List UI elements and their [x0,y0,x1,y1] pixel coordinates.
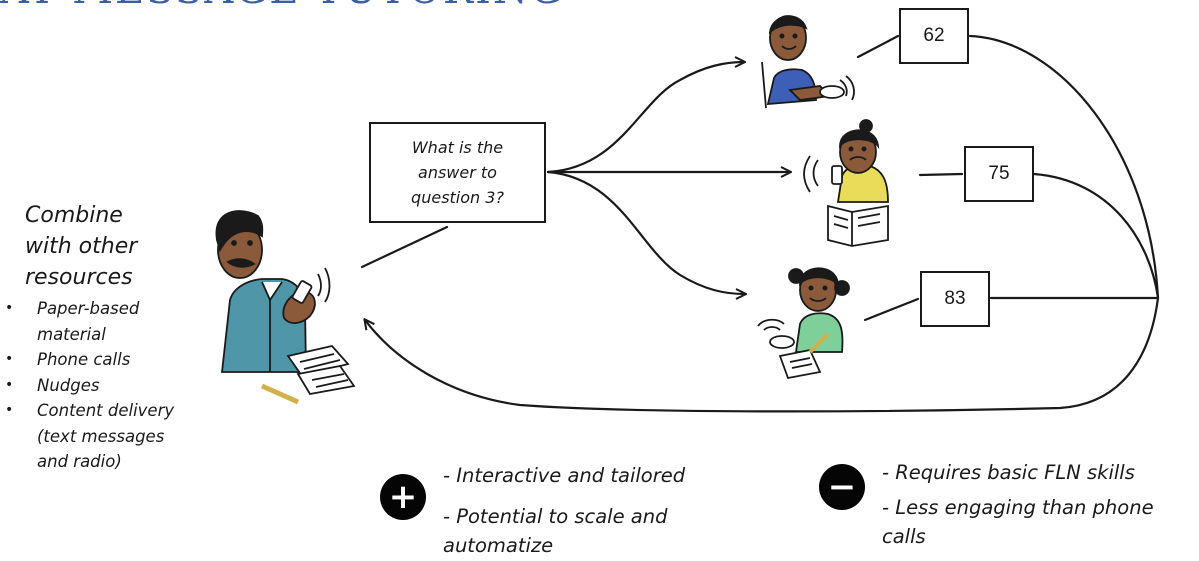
pros-item-line: - Potential to scale and [443,505,668,528]
list-item: Nudges [5,373,174,399]
pros-item-line: automatize [443,534,554,557]
question-box: What is the answer to question 3? [369,122,546,223]
question-line: answer to [418,163,497,182]
student-3-to-score-line [863,297,920,322]
resources-list: Paper-based material Phone calls Nudges … [5,296,174,475]
list-item-line: Content delivery [37,401,175,420]
student-1-illustration [761,15,855,109]
cons-item-line: - Requires basic FLN skills [882,461,1135,484]
score-75-feedback-line [1032,172,1160,300]
student-1-to-score-line [856,34,900,59]
plus-icon: + [380,474,426,520]
pros-item: - Potential to scale and automatize [443,502,685,560]
list-item-line: (text messages [37,426,165,446]
list-item-line: Paper-based [37,299,140,318]
student-2-to-score-line [918,172,964,177]
pros-item-line: - Interactive and tailored [443,464,686,487]
list-item: Paper-based material [5,296,174,347]
minus-icon: − [819,464,865,510]
combine-heading: Combine with other resources [25,200,137,293]
cons-item-line: calls [882,525,926,548]
arrow-to-student-1 [546,62,744,174]
list-item: Phone calls [5,347,174,373]
question-line: What is the [411,138,504,157]
cons-item: - Less engaging than phone calls [882,493,1154,551]
teacher-illustration [215,210,356,405]
cons-item: - Requires basic FLN skills [882,458,1154,487]
score-box-student-1: 62 [899,8,969,64]
student-2-illustration [803,119,889,247]
list-item-line: material [37,324,106,344]
cons-item-line: - Less engaging than phone [882,496,1154,519]
score-62-feedback-line [968,34,1160,300]
arrow-to-student-3 [546,170,745,294]
pros-item: - Interactive and tailored [443,461,685,490]
cons-list: - Requires basic FLN skills - Less engag… [882,458,1154,551]
list-item: Content delivery (text messages and radi… [5,398,174,475]
list-item-line: Nudges [37,375,100,395]
list-item-line: and radio) [37,452,122,471]
feedback-return-arrow [365,296,1160,413]
combine-line: Combine [25,203,123,228]
score-box-student-2: 75 [964,146,1034,202]
student-3-illustration [757,267,850,380]
pros-list: - Interactive and tailored - Potential t… [443,461,685,560]
combine-line: resources [25,265,133,290]
score-box-student-3: 83 [920,271,990,327]
list-item-line: Phone calls [37,350,131,369]
teacher-to-question-line [360,225,449,269]
combine-line: with other [25,234,138,259]
page-title: AT MESSAGE TUTORING [0,0,564,12]
question-line: question 3? [411,188,504,207]
